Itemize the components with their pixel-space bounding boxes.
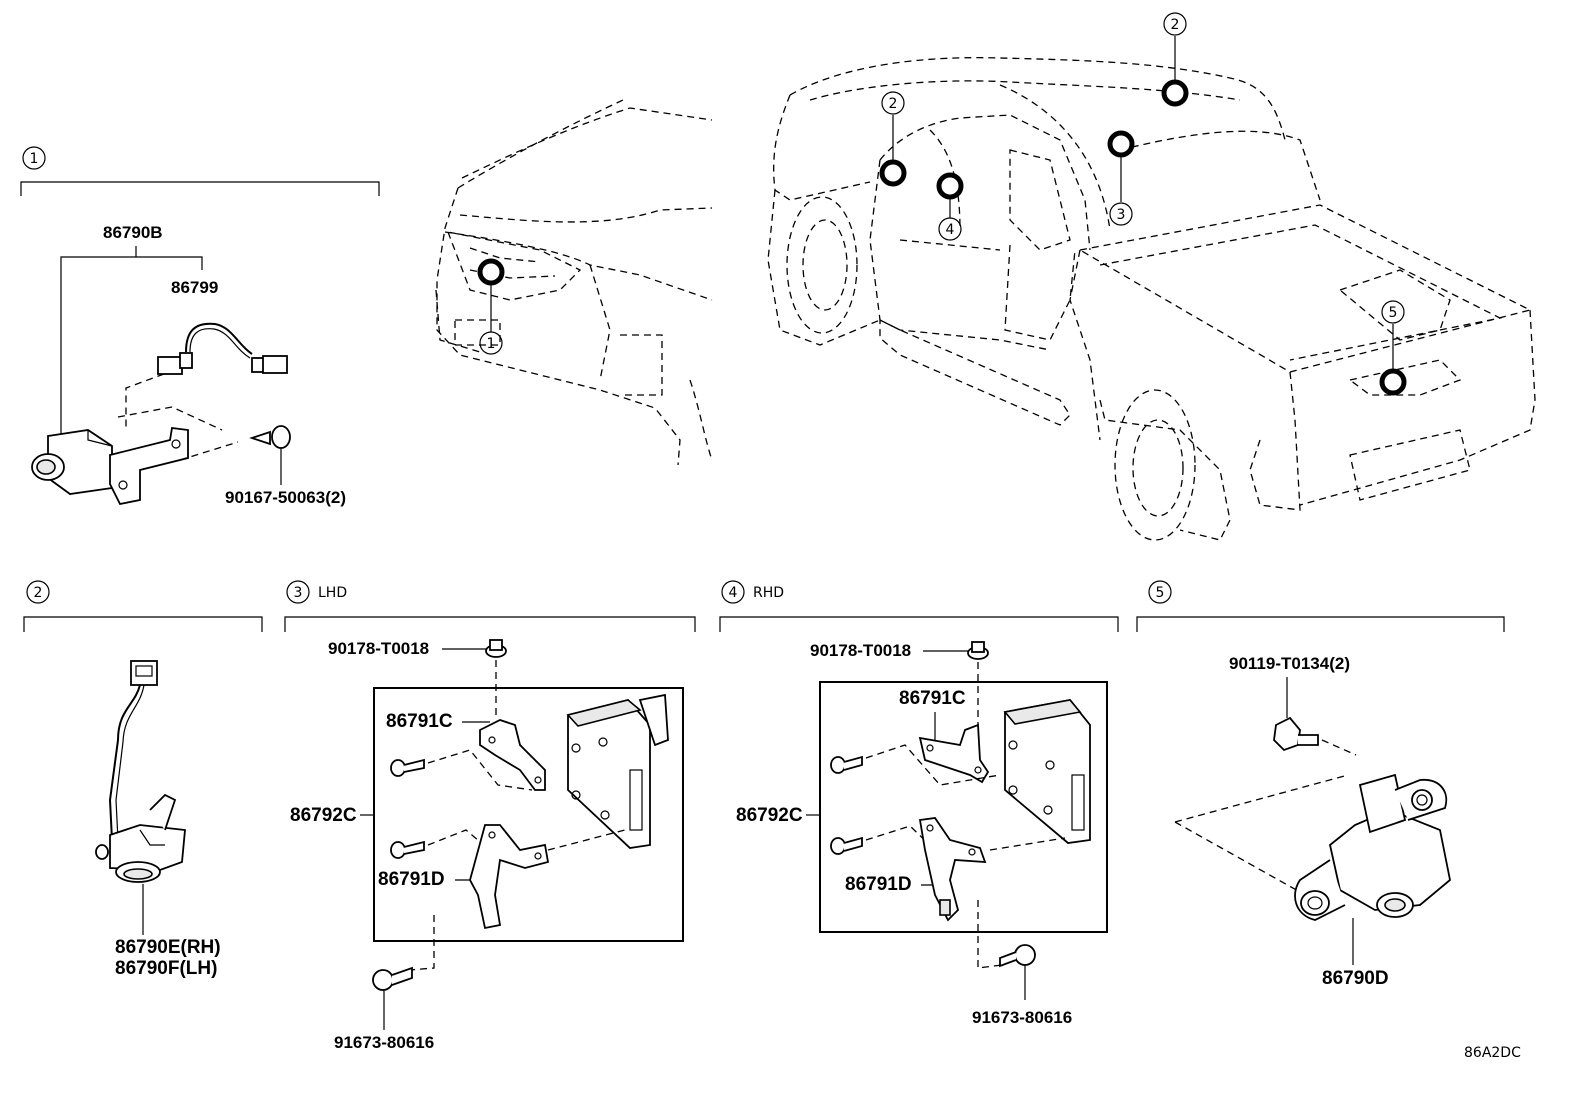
nut-drawing-lhd bbox=[485, 639, 507, 658]
front-camera-drawing bbox=[31, 426, 189, 506]
diagram-code: 86A2DC bbox=[1464, 1045, 1521, 1061]
section-4-bracket bbox=[719, 616, 1119, 632]
part-label-90119-T0134[interactable]: 90119-T0134(2) bbox=[1229, 654, 1350, 673]
bracket-d-drawing-lhd bbox=[469, 824, 550, 930]
section-1-bracket bbox=[20, 181, 380, 196]
computer-assembly-box-rhd bbox=[819, 681, 1108, 933]
location-marker-5[interactable] bbox=[1379, 368, 1407, 396]
bracket-d-drawing-rhd bbox=[918, 817, 987, 922]
vehicle-callout-3[interactable]: 3 bbox=[1117, 207, 1126, 223]
side-camera-drawing bbox=[95, 660, 186, 883]
screw-drawing-rhd-1 bbox=[830, 755, 863, 774]
vehicle-callout-1[interactable]: 1 bbox=[487, 336, 496, 352]
part-label-86792C-rhd[interactable]: 86792C bbox=[736, 805, 803, 826]
section-1-number: 1 bbox=[30, 151, 39, 167]
screw-drawing-lhd-2 bbox=[390, 840, 425, 859]
part-label-86790F[interactable]: 86790F(LH) bbox=[115, 958, 217, 979]
section-5: 5 90119-T0134(2) 86790D bbox=[1136, 580, 1505, 989]
screw-drawing-rhd-2 bbox=[830, 836, 863, 855]
computer-module-drawing-lhd bbox=[566, 693, 669, 849]
section-4: 4 RHD 90178-T0018 86792C 86791C bbox=[719, 580, 1119, 1027]
screw-drawing-lhd-1 bbox=[390, 758, 425, 777]
part-label-91673-80616-rhd[interactable]: 91673-80616 bbox=[972, 1008, 1072, 1027]
section-5-badge: 5 bbox=[1148, 580, 1172, 604]
part-label-86790E[interactable]: 86790E(RH) bbox=[115, 937, 221, 958]
section-5-bracket bbox=[1136, 616, 1505, 632]
section-5-number: 5 bbox=[1156, 585, 1165, 601]
leader-86790B bbox=[60, 256, 203, 436]
vehicle-callout-4[interactable]: 4 bbox=[946, 222, 955, 238]
section-1-badge: 1 bbox=[22, 146, 46, 170]
section-1: 1 86790B 86799 bbox=[20, 146, 380, 507]
section-4-badge: 4 RHD bbox=[721, 580, 784, 604]
section-2-number: 2 bbox=[34, 585, 43, 601]
part-label-86791D-lhd[interactable]: 86791D bbox=[378, 869, 445, 890]
part-label-86791D-rhd[interactable]: 86791D bbox=[845, 874, 912, 895]
part-label-90178-T0018-lhd[interactable]: 90178-T0018 bbox=[328, 639, 429, 658]
section-2-bracket bbox=[23, 616, 263, 632]
part-label-86791C-rhd[interactable]: 86791C bbox=[899, 688, 966, 709]
part-label-86791C-lhd[interactable]: 86791C bbox=[386, 711, 453, 732]
location-marker-2-mirror[interactable] bbox=[879, 159, 907, 187]
rear-vehicle-view: 2 2 3 4 5 bbox=[767, 12, 1536, 541]
section-4-rhd-label: RHD bbox=[753, 585, 784, 601]
screw-drawing bbox=[249, 425, 291, 449]
section-2-badge: 2 bbox=[26, 580, 50, 604]
section-3-number: 3 bbox=[294, 585, 303, 601]
bolt-drawing-lhd bbox=[372, 966, 413, 991]
front-vehicle-view: 1 bbox=[435, 99, 713, 466]
location-marker-4[interactable] bbox=[936, 172, 964, 200]
part-label-90167-50063[interactable]: 90167-50063(2) bbox=[225, 488, 346, 507]
section-3-badge: 3 LHD bbox=[286, 580, 347, 604]
section-4-number: 4 bbox=[729, 585, 738, 601]
wire-harness-drawing bbox=[157, 322, 288, 375]
part-label-90178-T0018-rhd[interactable]: 90178-T0018 bbox=[810, 641, 911, 660]
bolt-drawing-rhd bbox=[999, 944, 1036, 968]
vehicle-callout-2-roof[interactable]: 2 bbox=[1171, 17, 1180, 33]
bracket-c-drawing-rhd bbox=[918, 723, 990, 784]
part-label-86792C-lhd[interactable]: 86792C bbox=[290, 805, 357, 826]
bracket-c-drawing-lhd bbox=[479, 719, 546, 791]
vehicle-callout-2-mirror[interactable]: 2 bbox=[889, 96, 898, 112]
section-3-bracket bbox=[284, 616, 696, 632]
location-marker-1[interactable] bbox=[477, 258, 505, 286]
part-label-91673-80616-lhd[interactable]: 91673-80616 bbox=[334, 1033, 434, 1052]
vehicle-callout-5[interactable]: 5 bbox=[1389, 305, 1398, 321]
bolt-drawing-s5 bbox=[1273, 716, 1319, 752]
part-label-86799[interactable]: 86799 bbox=[171, 278, 218, 297]
rear-camera-drawing bbox=[1294, 773, 1451, 921]
section-3-lhd-label: LHD bbox=[318, 585, 347, 601]
location-marker-2-roof[interactable] bbox=[1161, 79, 1189, 107]
nut-drawing-rhd bbox=[967, 641, 989, 660]
computer-module-drawing-rhd bbox=[1003, 699, 1091, 844]
section-2: 2 86790E(RH) 86790F(LH) bbox=[23, 580, 263, 979]
part-label-86790B[interactable]: 86790B bbox=[103, 223, 163, 242]
location-marker-3[interactable] bbox=[1107, 130, 1135, 158]
section-3: 3 LHD 90178-T0018 86792C 86791C bbox=[284, 580, 696, 1052]
part-label-86790D[interactable]: 86790D bbox=[1322, 968, 1389, 989]
